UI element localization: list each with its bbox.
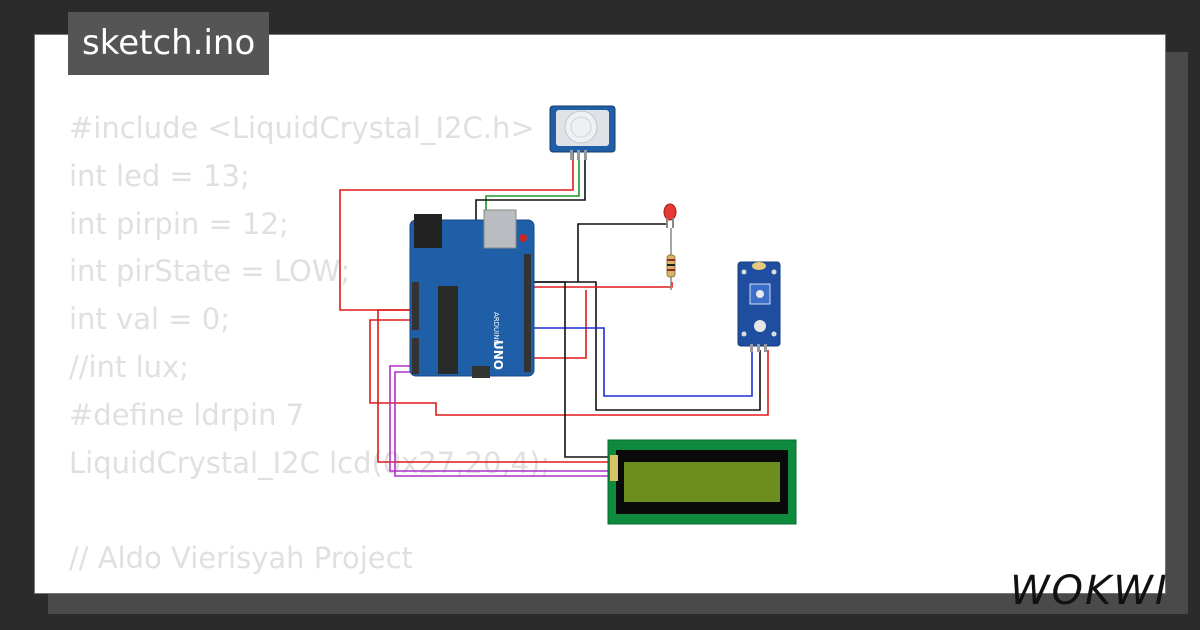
code-line: #define ldrpin 7 [69, 397, 305, 432]
wire-red-5v [369, 319, 769, 416]
wire-purple-scl [394, 371, 612, 477]
resistor[interactable] [666, 228, 676, 290]
code-line: int led = 13; [69, 158, 250, 193]
wire-red-lcd-vcc [377, 309, 612, 463]
wokwi-logo: WOKWI [1010, 568, 1169, 614]
pir-sensor[interactable] [549, 105, 616, 160]
wires [339, 150, 769, 477]
arduino-uno-board[interactable]: ARDUINO UNO [409, 209, 535, 378]
code-line: LiquidCrystal_I2C lcd(0x27,20,4); [69, 445, 551, 480]
wire-red-pir-vcc [339, 150, 574, 311]
board-model-label: UNO [491, 340, 505, 370]
wire-purple-sda [389, 365, 612, 472]
code-line: int pirState = LOW; [69, 254, 351, 289]
red-led[interactable] [663, 203, 677, 228]
board-brand-label: ARDUINO [492, 312, 500, 345]
lcd-display[interactable] [607, 439, 797, 525]
wire-red-resistor [525, 282, 673, 300]
wire-blue-ldr [522, 327, 753, 397]
code-line: #include <LiquidCrystal_I2C.h> [69, 111, 535, 145]
wire-black-led [577, 220, 668, 282]
code-line: int pirpin = 12; [69, 206, 289, 241]
code-preview: #include <LiquidCrystal_I2C.h> int led =… [69, 105, 550, 583]
code-line: int val = 0; [69, 302, 230, 337]
file-tab[interactable]: sketch.ino [68, 12, 270, 75]
wire-red-led [526, 290, 587, 359]
wokwi-logo-text: WOKWI [1010, 568, 1169, 614]
wire-black-lcd-gnd [528, 281, 612, 458]
code-line: // Aldo Vierisyah Project [69, 541, 413, 576]
ldr-sensor-module[interactable] [737, 261, 781, 352]
code-line: //int lux; [69, 349, 189, 384]
